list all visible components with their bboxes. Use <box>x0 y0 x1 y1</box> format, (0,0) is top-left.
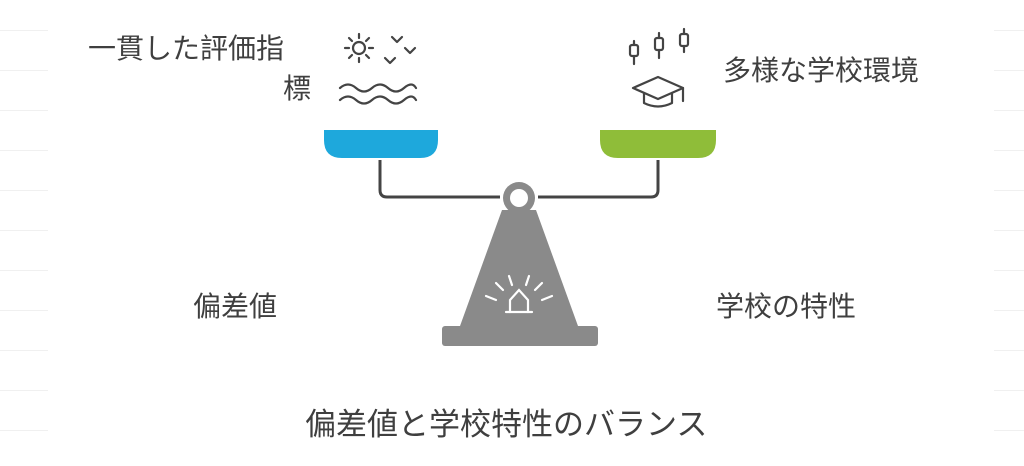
guide-line <box>0 150 48 151</box>
guide-line <box>994 230 1024 231</box>
guide-line <box>0 230 48 231</box>
pivot-hole <box>510 189 528 207</box>
guide-line <box>994 110 1024 111</box>
sun-icon <box>343 32 375 64</box>
guide-line <box>0 110 48 111</box>
guide-line <box>0 390 48 391</box>
guide-line <box>994 270 1024 271</box>
right-pan <box>600 130 716 158</box>
waves-icon <box>338 83 418 105</box>
right-top-label: 多様な学校環境 <box>723 54 920 87</box>
left-pan <box>324 130 438 158</box>
guide-line <box>0 270 48 271</box>
guide-line <box>994 350 1024 351</box>
right-beam <box>538 160 660 199</box>
guide-line <box>994 70 1024 71</box>
guide-line <box>994 190 1024 191</box>
left-beam <box>378 160 500 199</box>
left-top-label-line1: 一貫した評価指 <box>88 32 285 65</box>
birds-icon <box>383 35 417 65</box>
guide-line <box>994 390 1024 391</box>
scale-pillar <box>460 210 578 326</box>
guide-line <box>994 430 1024 431</box>
right-bottom-label: 学校の特性 <box>716 290 857 323</box>
guide-line <box>994 310 1024 311</box>
light-beacon-icon <box>484 274 554 314</box>
scale-base <box>442 326 598 346</box>
guide-line <box>0 190 48 191</box>
guide-line <box>0 350 48 351</box>
candlestick-chart-icon <box>628 27 690 66</box>
graduation-cap-icon <box>631 75 685 108</box>
guide-line <box>994 30 1024 31</box>
guide-line <box>994 150 1024 151</box>
diagram-title: 偏差値と学校特性のバランス <box>305 407 708 443</box>
guide-line <box>0 30 48 31</box>
left-top-label-line2: 標 <box>283 72 312 105</box>
guide-line <box>0 70 48 71</box>
left-bottom-label: 偏差値 <box>193 290 278 323</box>
guide-line <box>0 430 48 431</box>
guide-line <box>0 310 48 311</box>
